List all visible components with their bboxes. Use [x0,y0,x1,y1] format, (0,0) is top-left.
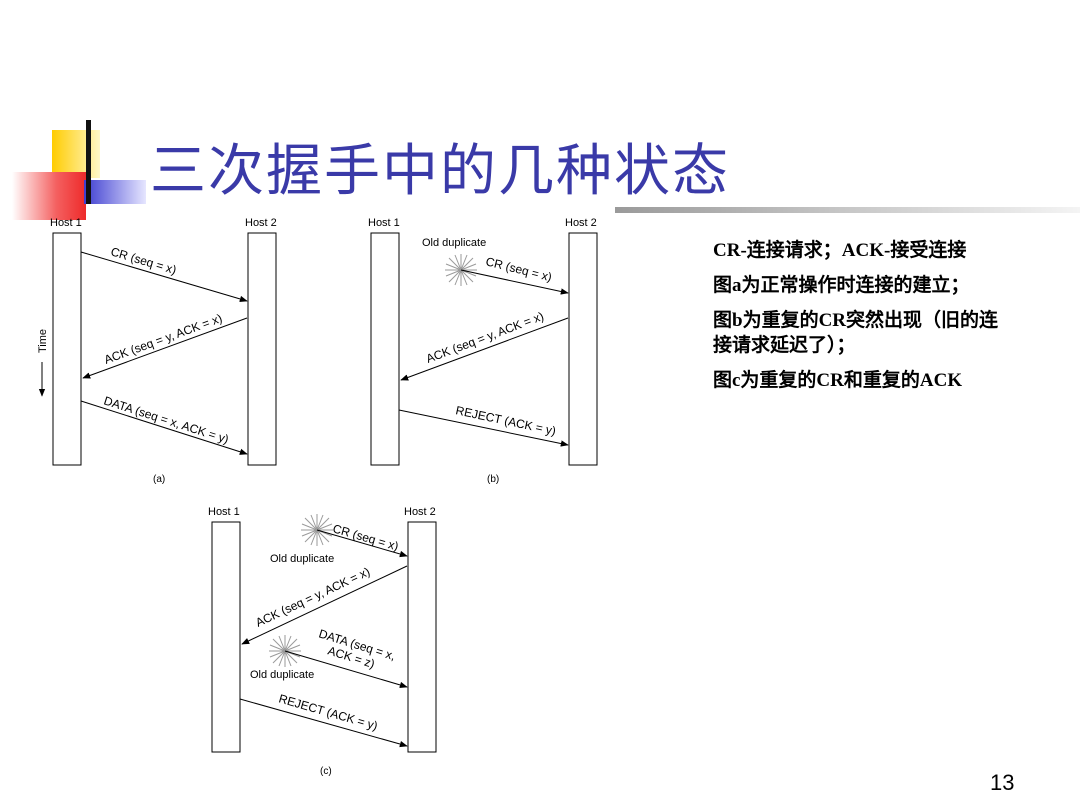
note-definitions: CR-连接请求；ACK-接受连接 [713,240,967,261]
b-arrow-cr [460,269,569,295]
c-old-duplicate-label-1: Old duplicate [270,553,334,565]
c-host2-label: Host 2 [404,506,436,518]
deco-square-red [12,172,86,220]
a-host2-lifeline [247,232,277,466]
b-old-duplicate-label: Old duplicate [422,237,486,249]
a-arrow-ack [82,317,248,379]
c-caption: (c) [320,766,332,777]
diagram-b: Host 1 Host 2 Old duplicate CR (seq = x)… [368,217,598,485]
b-arrow-ack [400,317,569,381]
c-host2-lifeline [407,521,437,753]
a-arrow-data [80,400,248,455]
c-label-reject: REJECT (ACK = y) [277,691,379,733]
note-figure-b: 图b为重复的CR突然出现（旧的连接请求延迟了）； [713,310,999,356]
c-host1-label: Host 1 [208,506,240,518]
a-label-cr: CR (seq = x) [109,244,178,277]
b-label-cr: CR (seq = x) [484,254,553,284]
b-host1-lifeline [370,232,400,466]
title-rule [615,207,1080,213]
a-host2-label: Host 2 [245,217,277,229]
deco-square-yellow [52,130,100,178]
a-arrow-cr [80,251,248,303]
c-label-ack: ACK (seq = y, ACK = x) [253,564,372,629]
deco-square-blue [84,180,146,204]
b-host2-label: Host 2 [565,217,597,229]
b-arrow-reject [398,409,569,447]
b-label-ack: ACK (seq = y, ACK = x) [424,309,546,366]
a-label-data: DATA (seq = x, ACK = y) [102,394,230,447]
b-host1-label: Host 1 [368,217,400,229]
handshake-diagrams: Host 1 Host 2 CR (seq = x) ACK (seq = y,… [37,217,598,777]
a-label-ack: ACK (seq = y, ACK = x) [102,311,224,367]
a-caption: (a) [153,474,165,485]
title-decoration [12,120,1080,220]
c-arrow-data [284,650,408,689]
c-host1-lifeline [211,521,241,753]
a-time-label: Time [37,329,49,353]
b-host2-lifeline [568,232,598,466]
c-label-cr: CR (seq = x) [331,521,400,553]
c-arrow-reject [239,698,408,748]
diagram-a: Host 1 Host 2 CR (seq = x) ACK (seq = y,… [37,217,277,485]
c-old-duplicate-label-2: Old duplicate [250,669,314,681]
note-figure-c: 图c为重复的CR和重复的ACK [713,370,963,391]
notes-panel: CR-连接请求；ACK-接受连接 图a为正常操作时连接的建立； 图b为重复的CR… [713,238,1013,403]
slide-title: 三次握手中的几种状态 [150,139,730,204]
c-arrow-ack [241,565,408,645]
c-arrow-cr [316,529,408,558]
deco-bar [86,120,91,204]
a-host1-lifeline [52,232,82,466]
a-host1-label: Host 1 [50,217,82,229]
b-label-reject: REJECT (ACK = y) [454,403,557,438]
diagram-c: Host 1 Host 2 CR (seq = x) Old duplicate… [208,506,437,777]
note-figure-a: 图a为正常操作时连接的建立； [713,275,970,296]
b-caption: (b) [487,474,499,485]
page-number: 13 [990,770,1015,795]
